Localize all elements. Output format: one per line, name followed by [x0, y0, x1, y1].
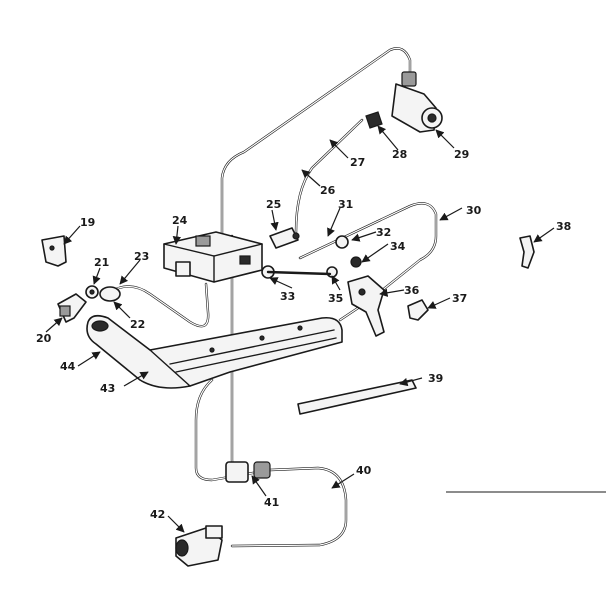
callout-35: 35	[328, 292, 343, 305]
callout-39: 39	[428, 372, 443, 385]
callout-44: 44	[60, 360, 76, 373]
bracket-36	[347, 275, 385, 337]
fittings-31-35	[261, 235, 362, 279]
tube-23	[108, 282, 210, 328]
callout-25: 25	[266, 198, 281, 211]
callout-23: 23	[134, 250, 149, 263]
callout-38: 38	[556, 220, 571, 233]
callout-29: 29	[454, 148, 469, 161]
callout-36: 36	[404, 284, 420, 297]
callout-28: 28	[392, 148, 407, 161]
fitting-25	[269, 227, 300, 249]
tee-41	[225, 461, 271, 483]
fitting-22	[99, 286, 121, 302]
callout-32: 32	[376, 226, 391, 239]
elbow-20	[57, 293, 87, 323]
fitting-28	[365, 111, 383, 129]
tube-26	[220, 47, 412, 242]
callout-30: 30	[466, 204, 482, 217]
component-29	[391, 71, 443, 133]
burner-tray	[86, 314, 343, 389]
callout-40: 40	[356, 464, 372, 477]
callout-26: 26	[320, 184, 336, 197]
callout-19: 19	[80, 216, 95, 229]
tube-27	[294, 118, 364, 234]
callout-31: 31	[338, 198, 353, 211]
tube-30	[298, 202, 438, 322]
bracket-19	[41, 235, 67, 267]
callout-33: 33	[280, 290, 295, 303]
callout-41: 41	[264, 496, 279, 509]
strip-39	[297, 379, 417, 415]
gas-valve	[163, 231, 263, 283]
callout-43: 43	[100, 382, 115, 395]
bracket-38	[519, 235, 535, 269]
callout-22: 22	[130, 318, 145, 331]
clip-37	[407, 299, 429, 321]
valve-42	[175, 525, 223, 567]
tube-40	[194, 378, 348, 548]
callout-21: 21	[94, 256, 109, 269]
callout-42: 42	[150, 508, 165, 521]
callout-20: 20	[36, 332, 52, 345]
callout-27: 27	[350, 156, 365, 169]
callout-34: 34	[390, 240, 406, 253]
nut-21	[85, 285, 99, 299]
callout-37: 37	[452, 292, 467, 305]
leader-lines	[45, 125, 555, 533]
callout-24: 24	[172, 214, 188, 227]
